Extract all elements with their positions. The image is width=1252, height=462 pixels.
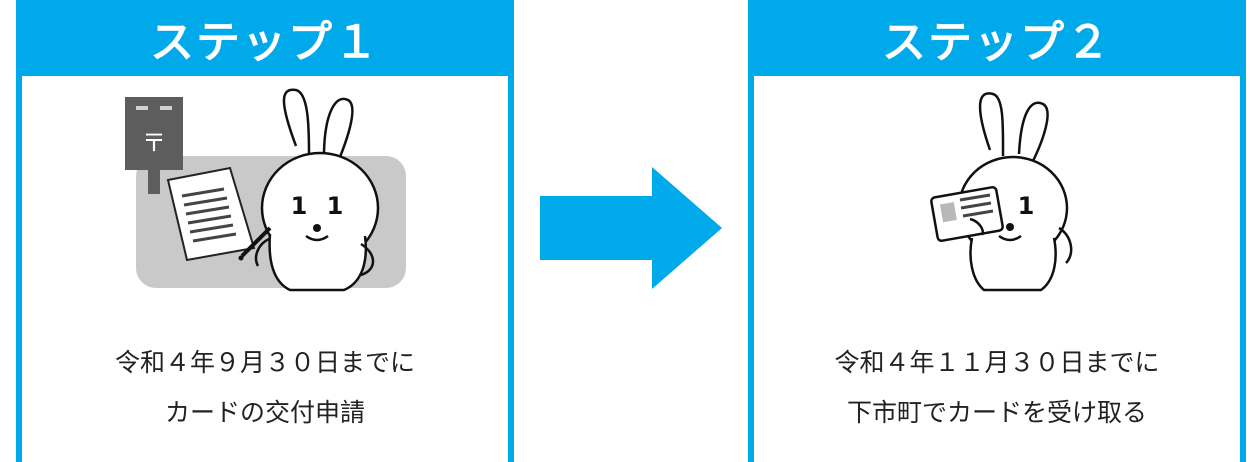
svg-text:1: 1 [327, 192, 344, 220]
svg-text:1: 1 [291, 192, 308, 220]
step-2-illustration: 1 1 [754, 84, 1240, 314]
step-1-action: カードの交付申請 [22, 388, 508, 438]
step-1-date: 令和４年９月３０日までに [22, 338, 508, 388]
step-2-title: ステップ２ [748, 0, 1246, 76]
rabbit-holding-card-illustration: 1 1 [754, 84, 1240, 314]
step-1-title: ステップ１ [16, 0, 514, 76]
step-2-card: ステップ２ 1 1 令和４年１１月３０日までに 下市町 [748, 0, 1246, 462]
step-2-action: 下市町でカードを受け取る [754, 388, 1240, 438]
rabbit-mailing-application-illustration: 〒 1 1 [22, 84, 508, 314]
step-1-card: ステップ１ 〒 [16, 0, 514, 462]
right-arrow-icon [540, 167, 722, 289]
step-1-illustration: 〒 1 1 [22, 84, 508, 314]
svg-text:1: 1 [1018, 192, 1035, 220]
svg-text:〒: 〒 [142, 129, 166, 157]
step-2-description: 令和４年１１月３０日までに 下市町でカードを受け取る [754, 338, 1240, 438]
step-1-description: 令和４年９月３０日までに カードの交付申請 [22, 338, 508, 438]
step-2-date: 令和４年１１月３０日までに [754, 338, 1240, 388]
